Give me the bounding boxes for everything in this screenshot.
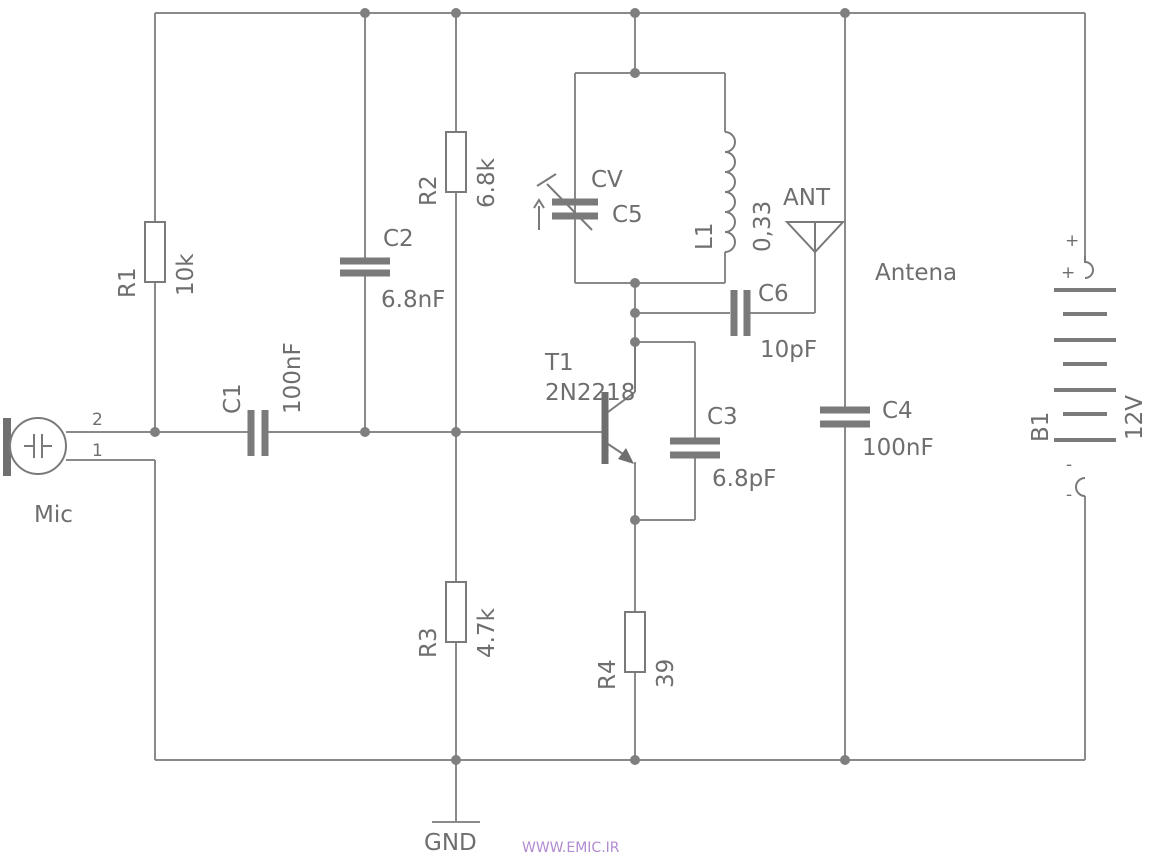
wires	[66, 12, 1086, 823]
variable-capacitor-c5	[533, 173, 598, 231]
junction-dots	[150, 8, 850, 765]
c5-cv-label: CV	[591, 167, 623, 193]
resistor-r3	[445, 581, 467, 643]
resistor-r1	[144, 221, 166, 283]
r3-ref-label: R3	[416, 627, 442, 658]
mic-pin2-label: 2	[92, 410, 103, 430]
c1-ref-label: C1	[220, 383, 246, 414]
battery-minus-inner: -	[1066, 455, 1072, 475]
t1-value-label: 2N2218	[545, 380, 635, 406]
mic-label: Mic	[34, 502, 73, 528]
capacitor-c4	[820, 406, 870, 428]
c3-ref-label: C3	[707, 404, 738, 430]
c6-ref-label: C6	[758, 281, 789, 307]
gnd-label: GND	[424, 830, 477, 856]
c1-value-label: 100nF	[280, 342, 306, 414]
c4-value-label: 100nF	[862, 435, 934, 461]
capacitor-c3	[670, 437, 720, 459]
l1-ref-label: L1	[692, 223, 718, 250]
battery-plus-inner: +	[1061, 263, 1075, 283]
inductor-l1	[724, 131, 736, 253]
r2-value-label: 6.8k	[474, 157, 500, 208]
capacitor-c6	[730, 290, 751, 336]
r1-ref-label: R1	[115, 267, 141, 298]
r1-value-label: 10k	[173, 253, 199, 296]
capacitor-c1	[247, 410, 269, 456]
r3-value-label: 4.7k	[474, 607, 500, 658]
watermark: WWW.EMIC.IR	[522, 840, 620, 856]
resistor-r4	[624, 611, 646, 673]
transistor-t1	[601, 342, 636, 464]
t1-ref-label: T1	[544, 350, 574, 376]
mic-pin1-label: 1	[92, 441, 103, 461]
r2-ref-label: R2	[416, 175, 442, 206]
resistor-r2	[445, 131, 467, 193]
r4-value-label: 39	[653, 659, 679, 688]
microphone-symbol	[3, 417, 67, 476]
r4-ref-label: R4	[595, 659, 621, 690]
antenna-name-label: Antena	[875, 260, 957, 286]
c2-ref-label: C2	[383, 226, 414, 252]
l1-value-label: 0,33	[750, 201, 776, 252]
c5-ref-label: C5	[612, 202, 643, 228]
c6-value-label: 10pF	[760, 337, 817, 363]
c4-ref-label: C4	[882, 398, 913, 424]
battery-b1	[1054, 256, 1116, 497]
antenna-symbol	[784, 221, 846, 254]
battery-plus-outer: +	[1065, 231, 1079, 251]
b1-ref-label: B1	[1028, 412, 1054, 442]
battery-minus-outer: -	[1066, 485, 1072, 505]
c3-value-label: 6.8pF	[712, 466, 776, 492]
c2-value-label: 6.8nF	[381, 287, 445, 313]
antenna-ant-label: ANT	[783, 185, 831, 211]
capacitor-c2	[340, 257, 390, 277]
b1-value-label: 12V	[1122, 395, 1148, 440]
